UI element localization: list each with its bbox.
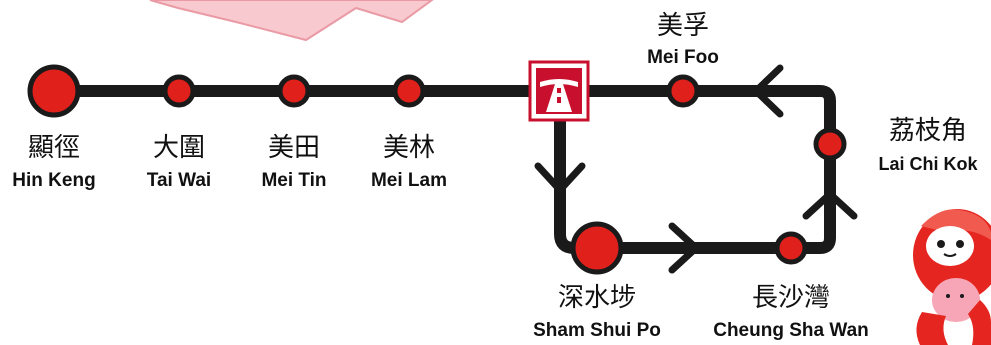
mascot-icon bbox=[913, 209, 991, 345]
station-label-en: Lai Chi Kok bbox=[878, 154, 978, 174]
station-label-zh: 荔枝角 bbox=[889, 116, 967, 146]
direction-arrows bbox=[534, 64, 858, 274]
station-label-zh: 美林 bbox=[383, 133, 435, 163]
station-marker-mei-tin bbox=[277, 74, 311, 108]
station-label-zh: 深水埗 bbox=[558, 283, 636, 313]
station-marker-sham-shui-po bbox=[570, 221, 624, 275]
station-label-zh: 大圍 bbox=[153, 133, 205, 163]
station-mei-foo[interactable] bbox=[666, 74, 700, 108]
station-label-zh: 長沙灣 bbox=[752, 283, 830, 313]
station-label-en: Mei Foo bbox=[647, 47, 719, 68]
station-hin-keng[interactable] bbox=[27, 64, 81, 118]
station-label-en: Cheung Sha Wan bbox=[713, 320, 869, 341]
arrow-chevron-icon bbox=[752, 64, 784, 118]
station-label-en: Sham Shui Po bbox=[533, 320, 661, 341]
route-line bbox=[48, 85, 836, 254]
banner-shape bbox=[149, 0, 434, 42]
station-mei-lam[interactable] bbox=[392, 74, 426, 108]
station-lai-chi-kok[interactable] bbox=[813, 127, 847, 161]
station-label-zh: 美孚 bbox=[657, 11, 709, 41]
station-tai-wai[interactable] bbox=[162, 74, 196, 108]
station-label-zh: 美田 bbox=[268, 133, 320, 163]
station-marker-hin-keng bbox=[27, 64, 81, 118]
station-label-zh: 顯徑 bbox=[28, 133, 80, 163]
station-label-en: Mei Tin bbox=[261, 170, 326, 191]
station-label-en: Tai Wai bbox=[147, 170, 211, 191]
labels: 顯徑 Hin Keng 大圍 Tai Wai 美田 Mei Tin 美林 Mei… bbox=[12, 11, 978, 341]
station-mei-tin[interactable] bbox=[277, 74, 311, 108]
arrow-chevron-icon bbox=[668, 222, 700, 274]
station-cheung-sha-wan[interactable] bbox=[774, 231, 808, 265]
station-marker-tai-wai bbox=[162, 74, 196, 108]
highway-icon bbox=[528, 60, 590, 122]
station-marker-cheung-sha-wan bbox=[774, 231, 808, 265]
station-label-en: Mei Lam bbox=[371, 170, 447, 191]
station-marker-lai-chi-kok bbox=[813, 127, 847, 161]
station-sham-shui-po[interactable] bbox=[570, 221, 624, 275]
station-marker-mei-foo bbox=[666, 74, 700, 108]
station-marker-mei-lam bbox=[392, 74, 426, 108]
arrow-chevron-icon bbox=[534, 162, 586, 194]
station-label-en: Hin Keng bbox=[12, 170, 95, 191]
arrow-chevron-icon bbox=[802, 190, 858, 220]
